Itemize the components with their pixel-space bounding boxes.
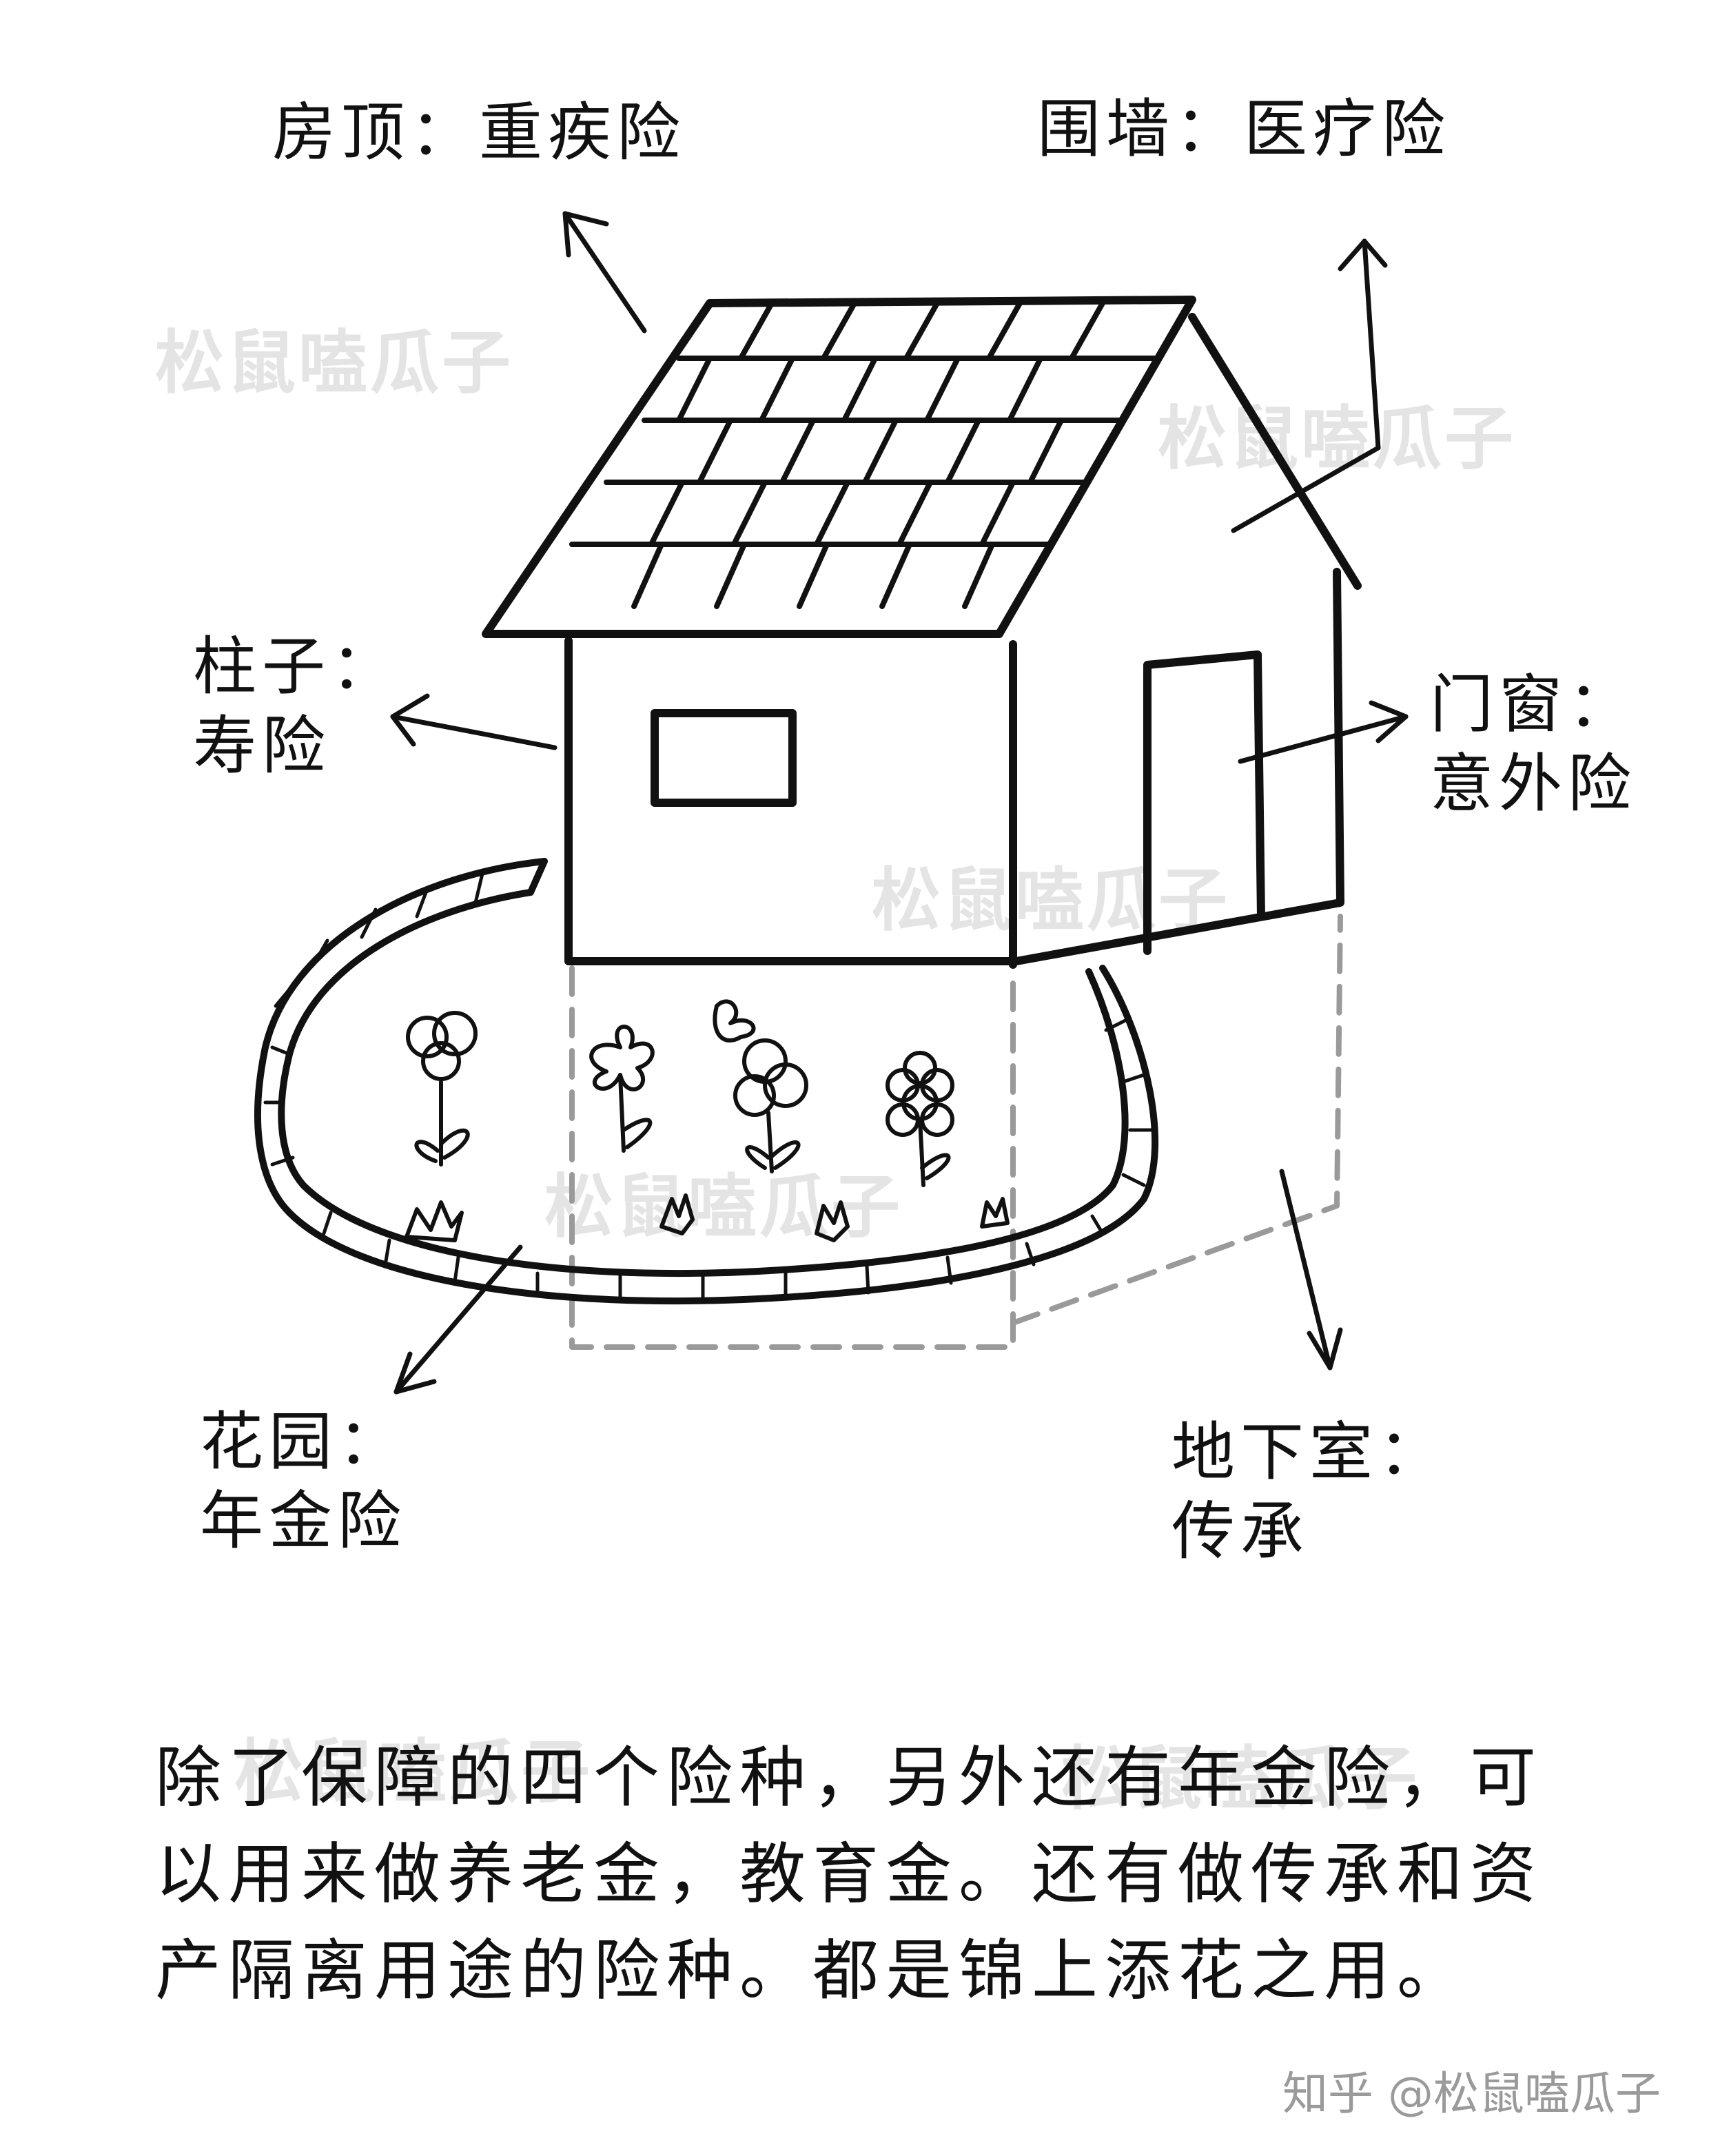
caption-line: 以用来做养老金，教育金。还有做传承和资 xyxy=(155,1826,1602,1922)
garden-label: 花园： 年金险 xyxy=(200,1402,407,1561)
door xyxy=(1147,655,1261,951)
garden-label-line1: 花园： xyxy=(200,1402,407,1481)
window-label: 门窗： 意外险 xyxy=(1430,665,1637,823)
garden-label-line2: 年金险 xyxy=(200,1481,407,1561)
grass-tufts xyxy=(407,1195,1007,1240)
window-label-line2: 意外险 xyxy=(1430,744,1637,823)
basement-label-line1: 地下室： xyxy=(1171,1413,1447,1492)
side-wall xyxy=(1013,572,1340,965)
pillar-label: 柱子： 寿险 xyxy=(193,627,400,786)
basement-label-line2: 传承 xyxy=(1171,1492,1447,1571)
flowers xyxy=(408,1001,952,1185)
pillar-label-line2: 寿险 xyxy=(193,706,400,786)
window xyxy=(655,713,792,803)
gable-wall xyxy=(1192,317,1358,586)
window-label-line1: 门窗： xyxy=(1430,665,1637,744)
basement-label: 地下室： 传承 xyxy=(1171,1413,1447,1571)
pillar-label-line1: 柱子： xyxy=(193,627,400,706)
roof-tiles xyxy=(572,303,1154,606)
garden-dashed-outline xyxy=(572,916,1340,1347)
arrows xyxy=(393,214,1406,1392)
caption-text: 除了保障的四个险种，另外还有年金险，可 以用来做养老金，教育金。还有做传承和资 … xyxy=(155,1729,1602,2019)
caption-line: 产隔离用途的险种。都是锦上添花之用。 xyxy=(155,1922,1602,2019)
roof xyxy=(486,300,1192,634)
wall-label: 围墙：医疗险 xyxy=(1037,90,1451,169)
roof-label: 房顶：重疾险 xyxy=(272,93,686,172)
garden-wall xyxy=(258,861,1155,1301)
credit-text: 知乎 @松鼠嗑瓜子 xyxy=(1282,2057,1661,2123)
caption-line: 除了保障的四个险种，另外还有年金险，可 xyxy=(155,1729,1602,1826)
